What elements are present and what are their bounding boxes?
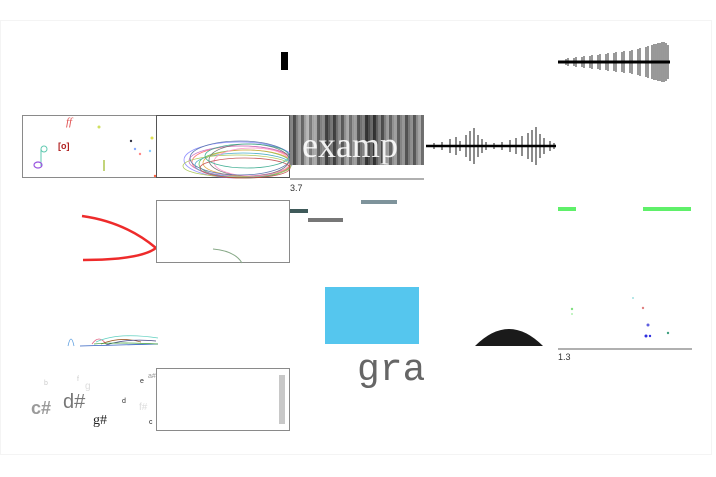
note-d-sharp: d# [63, 391, 86, 413]
black-dome [475, 329, 543, 346]
arc-panel [156, 200, 290, 264]
art-canvas-frame [0, 20, 712, 455]
note-g: g [85, 381, 91, 392]
note-b: b [44, 380, 48, 387]
collage-texture: examp [290, 115, 424, 165]
green-arc [212, 248, 243, 264]
bar-dark-teal [290, 209, 308, 213]
red-arc [81, 214, 159, 262]
collage-word: examp [302, 125, 398, 165]
slider-handle[interactable] [279, 375, 285, 424]
bar-green-short [558, 207, 576, 211]
spectrum-curves [67, 335, 159, 347]
bar-green-long [643, 207, 691, 211]
note-e: e [140, 378, 144, 385]
waveform-crescendo [558, 42, 670, 82]
collage-value-label: 3.7 [290, 183, 303, 193]
scatter-axis-line [558, 348, 692, 350]
dynamic-mark-ff: ff [66, 116, 73, 128]
note-c-sharp: c# [31, 398, 52, 418]
blue-rectangle [325, 287, 419, 344]
top-marker [281, 52, 288, 70]
note-f-sharp: f# [139, 402, 148, 413]
mono-text-clip: gra [355, 352, 424, 397]
note-g-sharp: g# [93, 413, 107, 428]
scatter-value-label: 1.3 [558, 352, 571, 362]
note-f: f [77, 376, 79, 383]
waveform-bursts [426, 127, 556, 165]
tangled-loops [182, 140, 295, 179]
note-c: c [149, 419, 153, 426]
collage-axis-line [290, 178, 424, 180]
bar-slate [361, 200, 397, 204]
notes-panel: ff [o] [22, 115, 158, 178]
note-a-sharp: a# [148, 373, 156, 380]
scatter-points [570, 297, 670, 338]
slider-panel [156, 368, 290, 431]
fermata-mark: [o] [58, 141, 70, 151]
music-note-icons [33, 125, 157, 178]
scribble-panel [156, 115, 295, 179]
mono-word: gra [357, 352, 424, 392]
bar-gray [308, 218, 343, 222]
note-d: d [122, 398, 126, 405]
